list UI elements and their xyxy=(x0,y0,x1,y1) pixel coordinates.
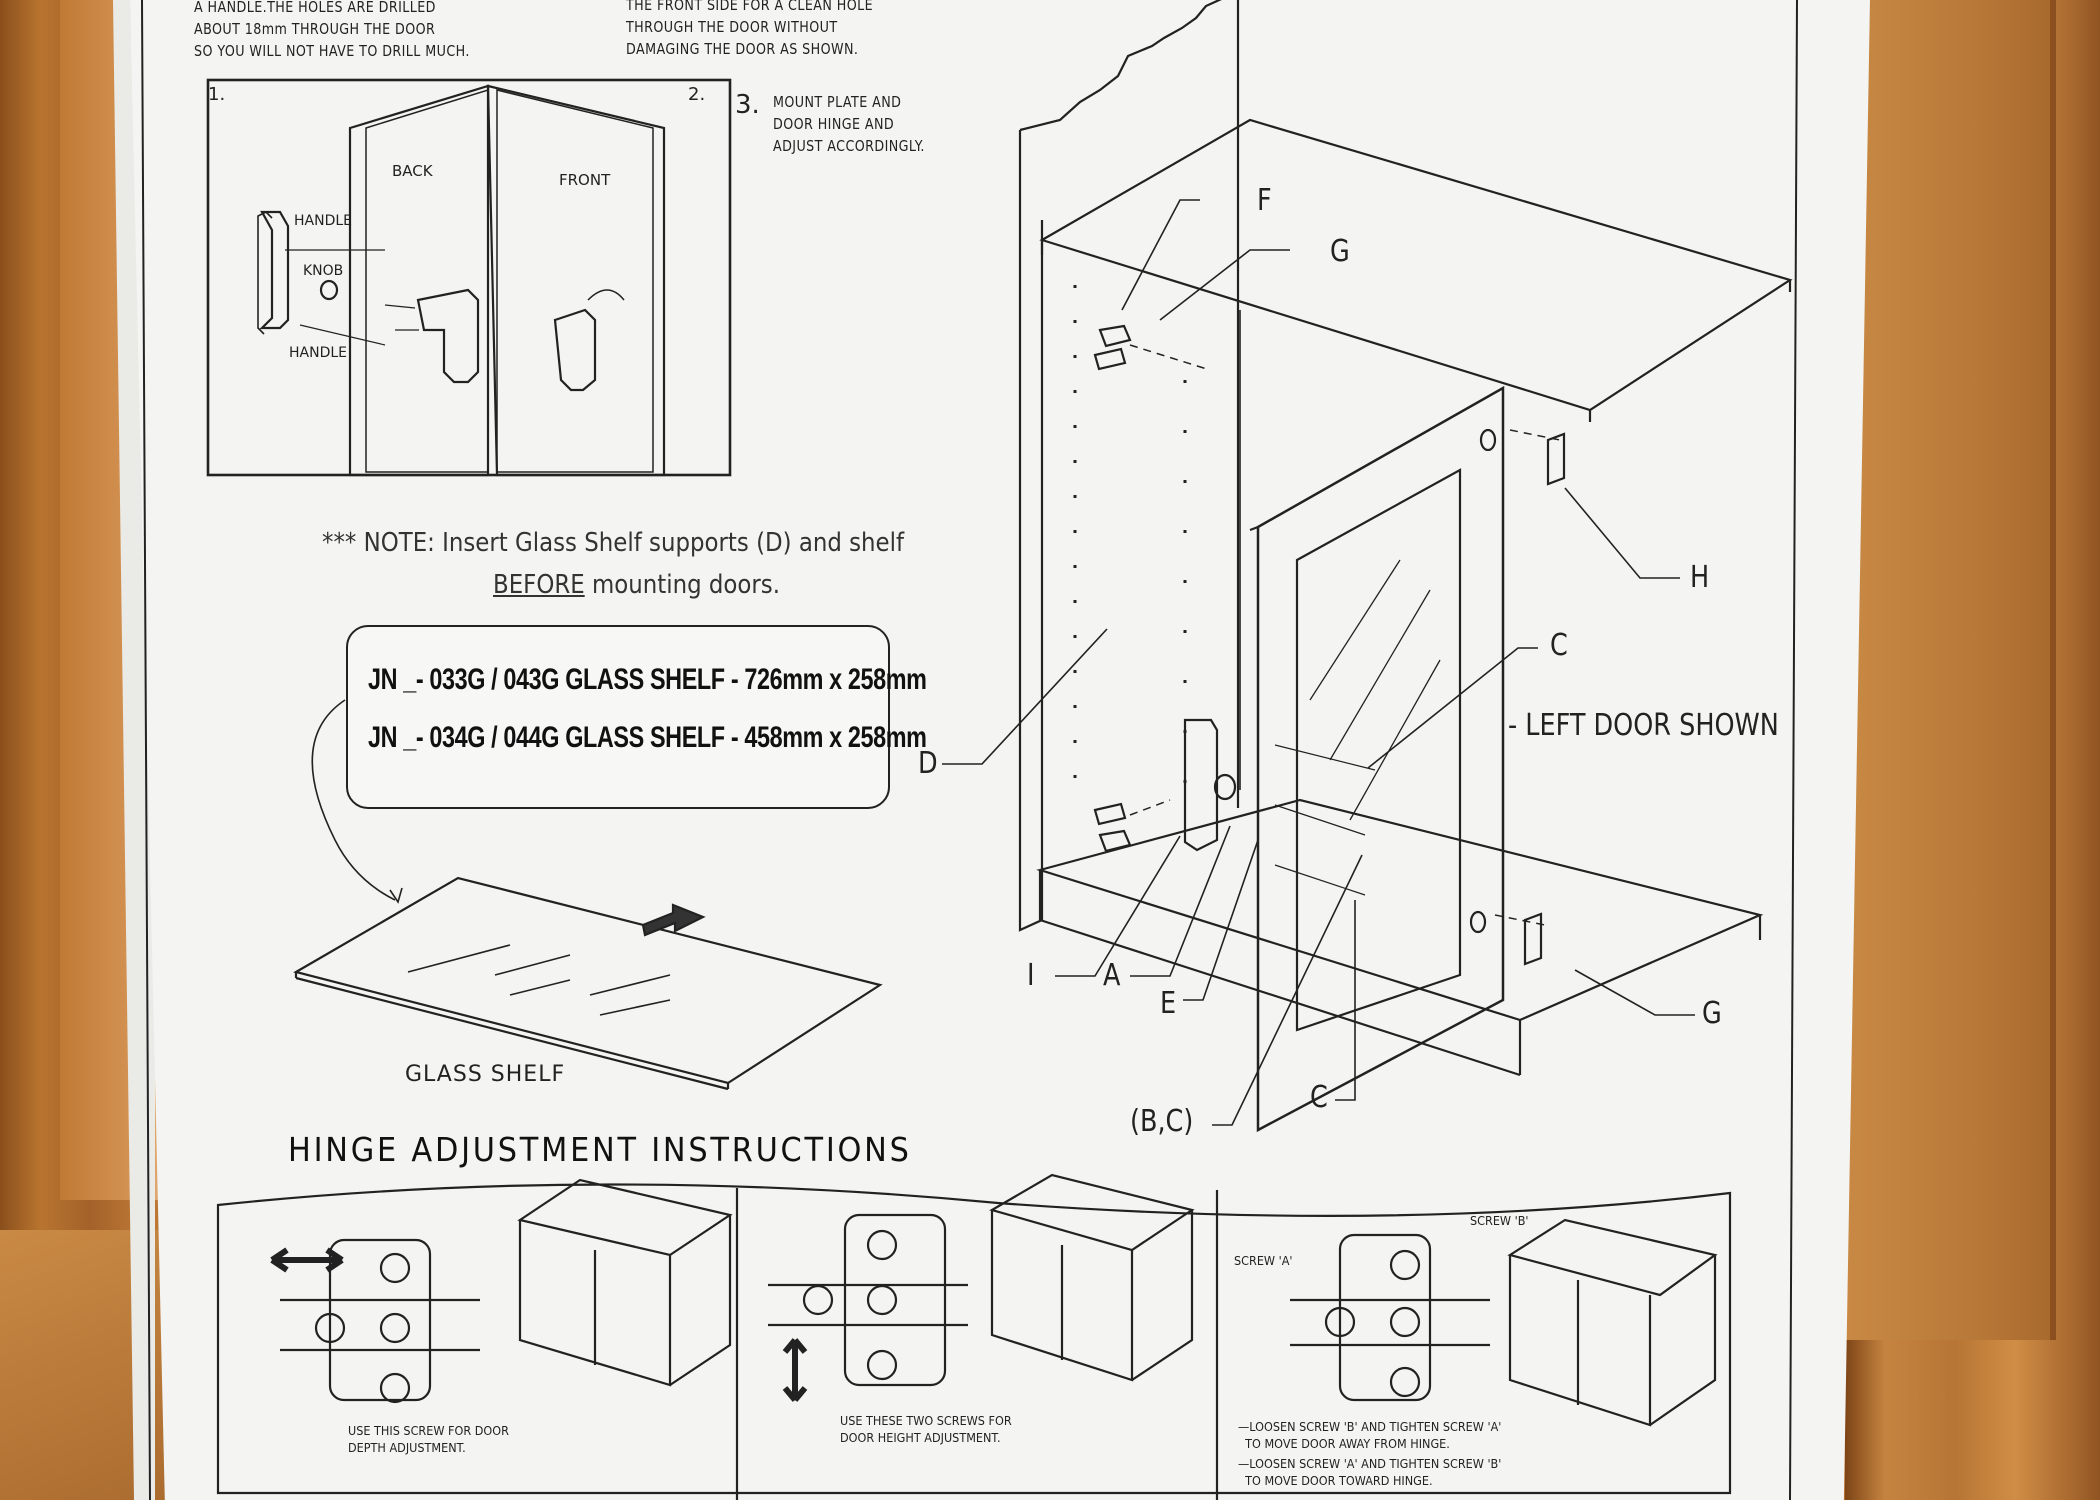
page-border-right xyxy=(1789,0,1798,1500)
part-label-c-top: C xyxy=(1550,628,1568,663)
step-1-number: 1. xyxy=(208,84,226,105)
hinge-adjustment-panels xyxy=(216,1173,1732,1500)
panel-1-caption: USE THIS SCREW FOR DOOR DEPTH ADJUSTMENT… xyxy=(348,1423,509,1455)
back-label: BACK xyxy=(392,162,433,180)
handle-installation-inset xyxy=(206,78,732,477)
page-border-left xyxy=(141,0,151,1500)
note-before: BEFORE xyxy=(493,570,585,600)
part-label-bc: (B,C) xyxy=(1130,1104,1194,1139)
glass-shelf-label: GLASS SHELF xyxy=(405,1062,566,1087)
wood-frame-right-inner xyxy=(1840,0,2056,1340)
part-label-g-bottom: G xyxy=(1702,996,1722,1031)
step-3-number: 3. xyxy=(735,90,760,120)
part-label-h: H xyxy=(1690,560,1710,595)
part-label-c-bottom: C xyxy=(1310,1080,1328,1115)
step-3-text: MOUNT PLATE AND DOOR HINGE AND ADJUST AC… xyxy=(773,93,925,155)
glass-shelf-drawing xyxy=(293,699,883,1091)
part-label-g-top: G xyxy=(1330,234,1350,269)
step-2-number: 2. xyxy=(688,84,706,105)
screw-b-label: SCREW 'B' xyxy=(1470,1213,1529,1228)
spec-line: JN _- 034G / 044G GLASS SHELF - 458mm x … xyxy=(368,721,927,754)
knob-label: KNOB xyxy=(303,263,344,279)
note-line-2: BEFORE mounting doors. xyxy=(493,570,780,600)
front-label: FRONT xyxy=(559,171,611,189)
handle-label-bottom: HANDLE xyxy=(289,345,348,361)
handle-drilling-caption: A HANDLE.THE HOLES ARE DRILLED ABOUT 18m… xyxy=(194,0,470,60)
part-label-e: E xyxy=(1160,986,1177,1021)
screw-a-label: SCREW 'A' xyxy=(1234,1253,1293,1268)
left-door-shown-label: - LEFT DOOR SHOWN xyxy=(1508,708,1779,743)
part-label-f: F xyxy=(1257,183,1272,218)
handle-label-top: HANDLE xyxy=(294,213,353,229)
note-line-1: *** NOTE: Insert Glass Shelf supports (D… xyxy=(322,528,905,558)
panel-3-caption-1: —LOOSEN SCREW 'B' AND TIGHTEN SCREW 'A' … xyxy=(1238,1419,1502,1451)
hinge-adjustment-title: HINGE ADJUSTMENT INSTRUCTIONS xyxy=(288,1130,912,1169)
part-label-a: A xyxy=(1103,958,1121,993)
cabinet-exploded-view xyxy=(942,0,1793,1133)
spec-line: JN _- 033G / 043G GLASS SHELF - 726mm x … xyxy=(368,663,927,696)
glass-shelf-spec-box: JN _- 033G / 043G GLASS SHELF - 726mm x … xyxy=(346,625,927,809)
note-line-2-rest: mounting doors. xyxy=(584,570,781,600)
panel-2-caption: USE THESE TWO SCREWS FOR DOOR HEIGHT ADJ… xyxy=(840,1413,1012,1445)
part-label-i: I xyxy=(1027,958,1035,993)
part-label-d: D xyxy=(918,746,938,781)
panel-3-caption-2: —LOOSEN SCREW 'A' AND TIGHTEN SCREW 'B' … xyxy=(1238,1456,1502,1488)
drilling-technique-caption: THE FRONT SIDE FOR A CLEAN HOLE THROUGH … xyxy=(626,0,874,58)
